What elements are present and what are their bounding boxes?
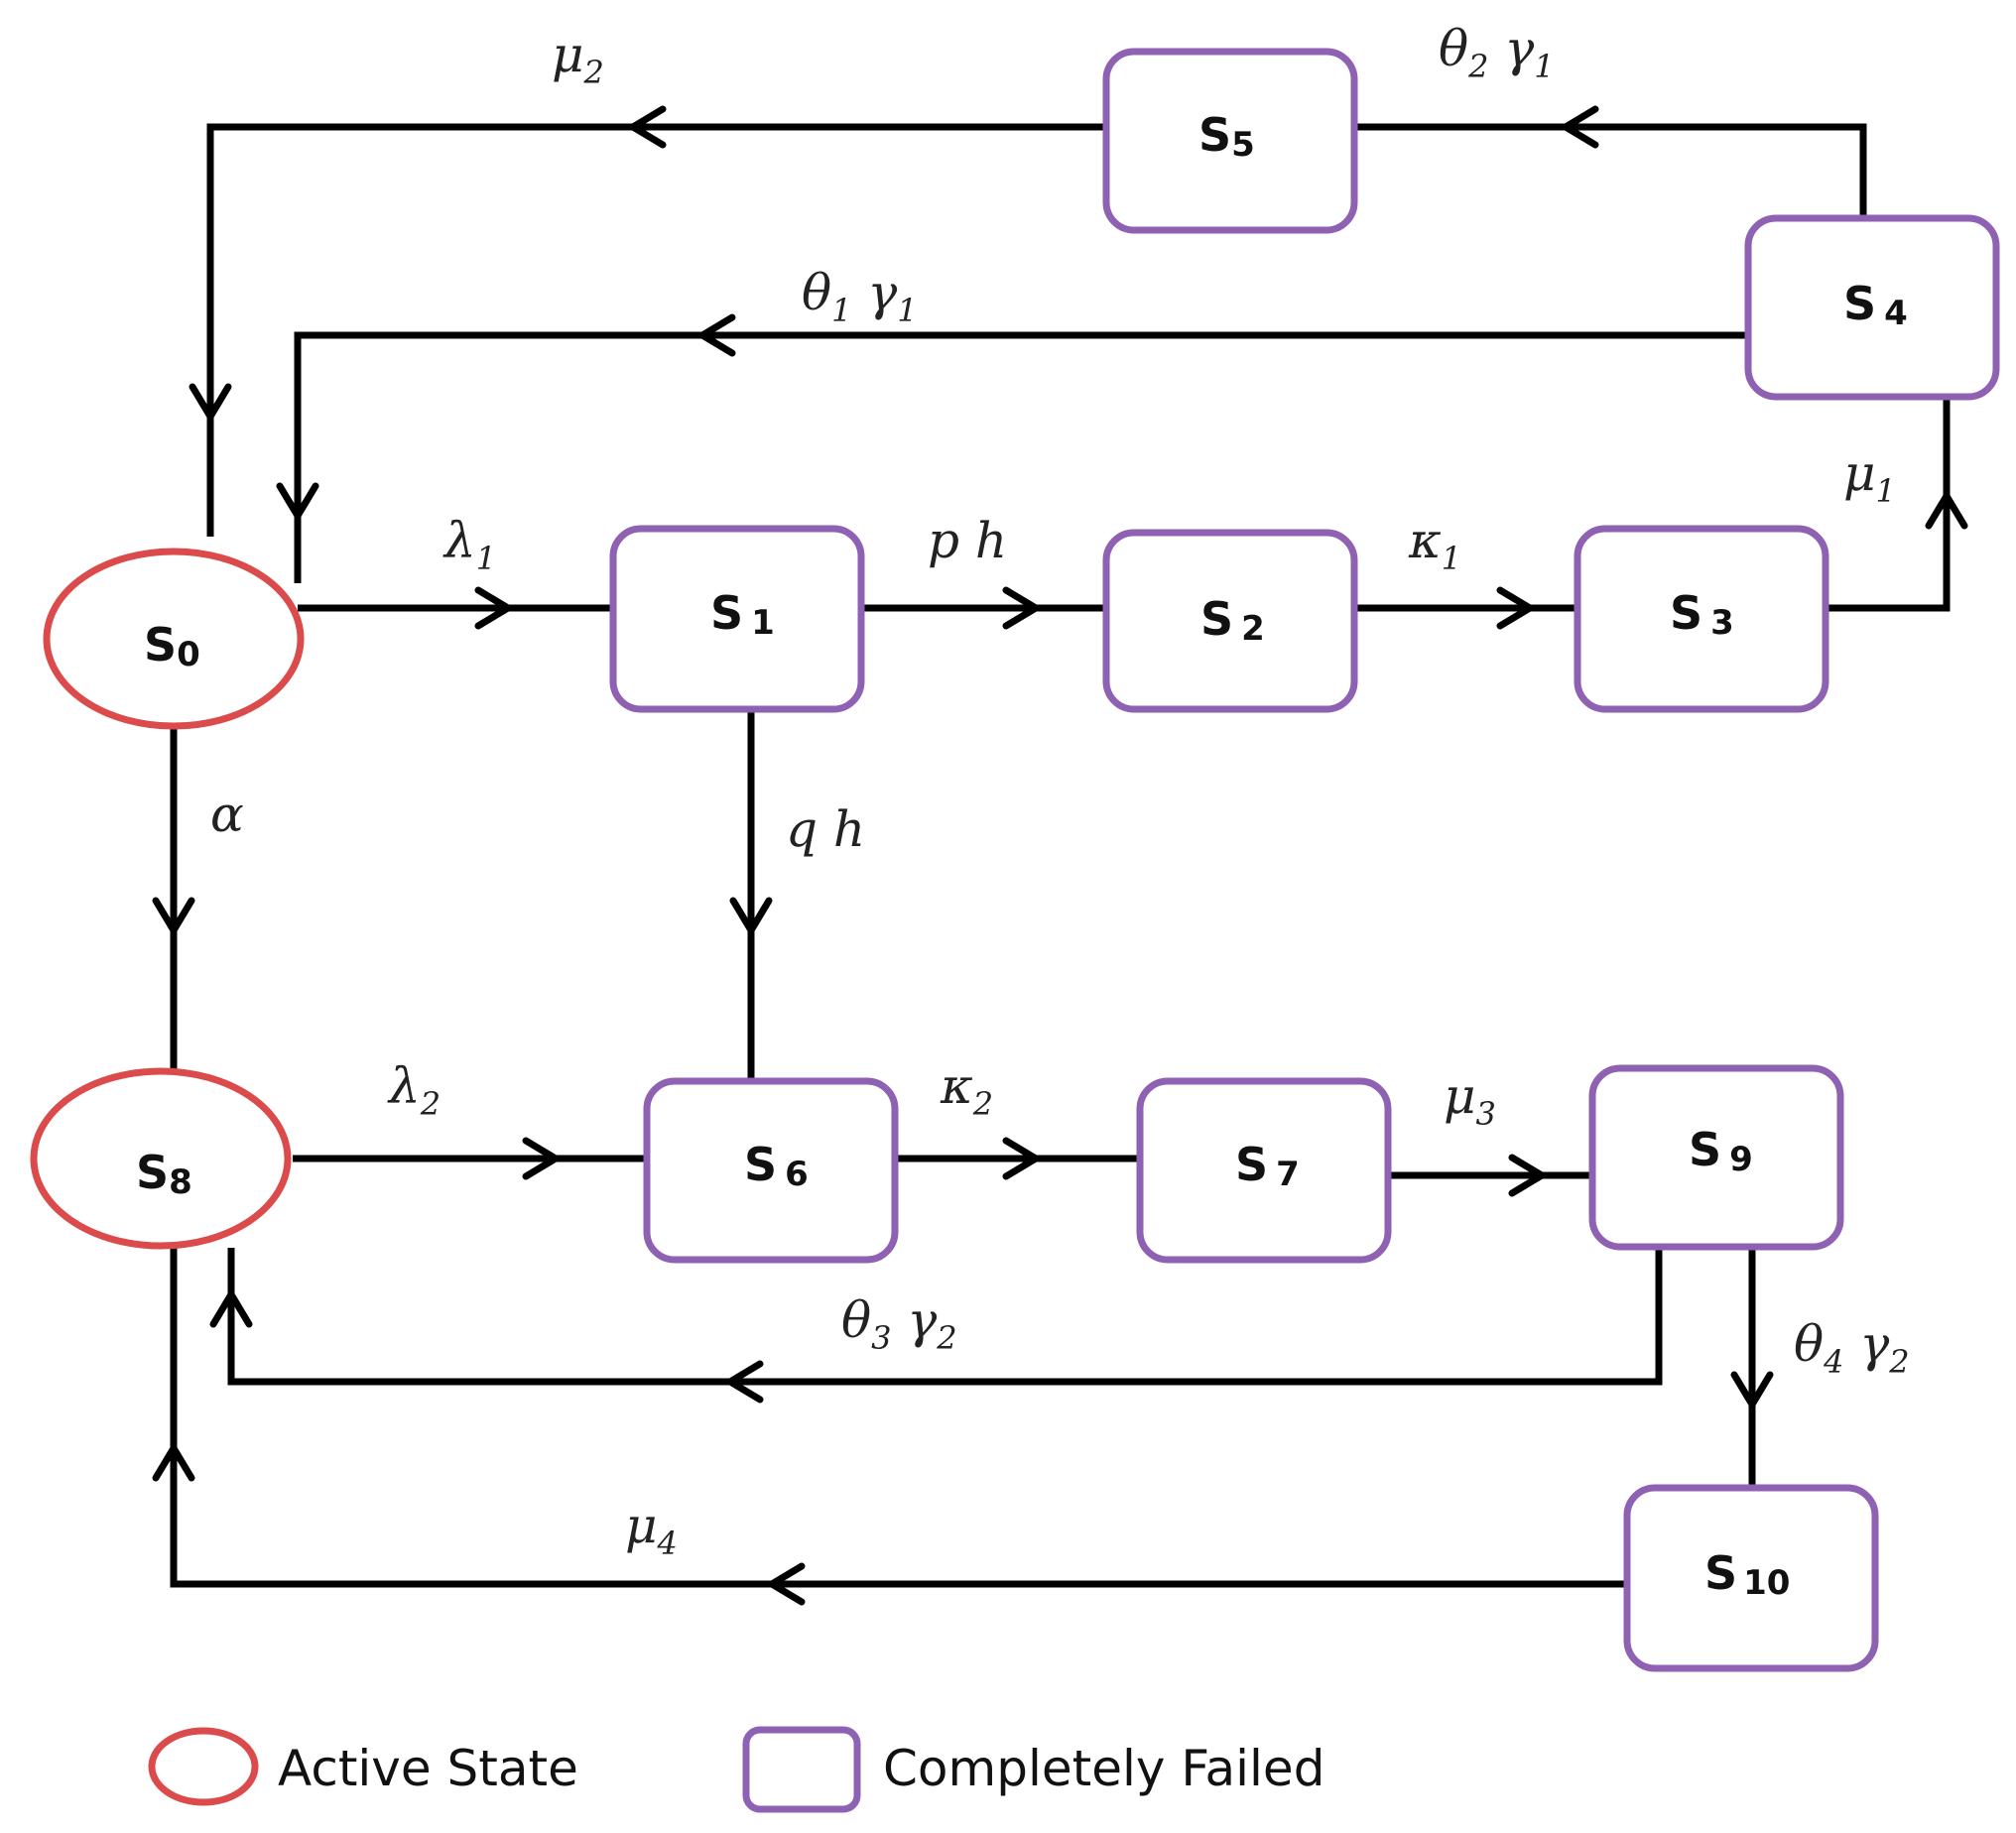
rate-label-s1-s2: p h [928, 512, 1007, 569]
legend: Active State Completely Failed [148, 1726, 1324, 1813]
arrowhead-s8-s6 [522, 1137, 560, 1180]
edge-s4-s0 [294, 331, 1748, 583]
active-state-shape [30, 1067, 292, 1250]
rate-label-s10-s8: μ4 [625, 1497, 678, 1562]
arrowhead-s2-s3 [1496, 586, 1534, 630]
rate-label-s5-s0: μ2 [552, 26, 604, 91]
arrowhead-s9-s10 [1730, 1371, 1774, 1408]
failed-state-shape [1588, 1064, 1844, 1251]
arrowhead-s4-s0-down [276, 482, 319, 520]
arrowhead-s10-s8-up [152, 1444, 195, 1482]
rate-label-s7-s9: μ3 [1444, 1067, 1496, 1133]
state-label-s8: S8 [136, 1146, 192, 1202]
edge-s9-s8 [227, 1247, 1663, 1386]
rate-label-s4-s0: θ1 γ1 [802, 264, 918, 329]
arrowhead-s9-s8-left [726, 1360, 764, 1404]
arrowhead-s0-s1 [474, 586, 512, 630]
state-label-s0: S0 [144, 618, 200, 674]
arrowhead-s9-s8-up [209, 1290, 253, 1328]
arrowhead-s10-s8-left [768, 1562, 806, 1606]
failed-state-shape [1744, 214, 2000, 401]
legend-failed-label: Completely Failed [883, 1740, 1324, 1797]
state-node-s8: S8 [30, 1067, 292, 1250]
active-state-shape [43, 548, 305, 730]
rate-label-s6-s7: κ2 [940, 1057, 993, 1123]
arrowhead-s4-s0-left [698, 313, 736, 357]
arrowhead-s1-s6 [729, 897, 773, 934]
legend-active-swatch [148, 1727, 259, 1806]
state-node-s5: S5 [1102, 48, 1358, 234]
rate-label-s2-s3: κ1 [1408, 512, 1461, 577]
failed-state-shape [643, 1077, 899, 1264]
arrowhead-s7-s9 [1508, 1154, 1546, 1197]
edge-s4-s5 [1354, 123, 1867, 218]
arrowhead-s4-s5 [1562, 105, 1599, 149]
edge-arrowheads [152, 105, 1968, 1606]
arrowhead-s1-s2 [1002, 586, 1040, 630]
edge-lines [170, 123, 1951, 1588]
failed-state-shape [1102, 529, 1358, 713]
rate-label-s0-s8: α [210, 786, 244, 843]
edge-s3-s4 [1826, 397, 1951, 612]
state-label-s5: S5 [1198, 108, 1255, 165]
arrowhead-s6-s7 [1002, 1137, 1040, 1180]
edge-s10-s8 [170, 1245, 1627, 1588]
rate-label-s0-s1: λ1 [442, 512, 496, 577]
rate-label-s9-s8: θ3 γ2 [841, 1291, 957, 1357]
arrowhead-s0-s8 [152, 897, 195, 934]
failed-state-shape [1574, 525, 1829, 713]
arrowhead-s5-s0-top [629, 105, 667, 149]
state-node-s0: S0 [43, 548, 305, 730]
rate-label-s1-s6: q h [786, 800, 865, 858]
failed-state-shape [1102, 48, 1358, 234]
transition-labels: λ1 p h κ1 μ1 θ2 γ1 μ2 θ1 γ1 α q h λ2 κ2 … [210, 20, 1910, 1562]
arrowhead-s5-s0-down [189, 383, 232, 421]
failed-state-shape [1623, 1484, 1879, 1672]
legend-active-label: Active State [278, 1740, 578, 1797]
failed-state-shape [609, 525, 865, 713]
arrowhead-s3-s4 [1925, 492, 1968, 530]
rate-label-s3-s4: μ1 [1843, 444, 1896, 510]
rate-label-s9-s10: θ4 γ2 [1794, 1315, 1910, 1381]
legend-failed-swatch [742, 1726, 861, 1813]
rate-label-s4-s5: θ2 γ1 [1439, 20, 1555, 85]
failed-state-shape [1136, 1077, 1392, 1264]
rate-label-s8-s6: λ2 [387, 1057, 441, 1123]
edge-s5-s0 [206, 123, 1106, 537]
